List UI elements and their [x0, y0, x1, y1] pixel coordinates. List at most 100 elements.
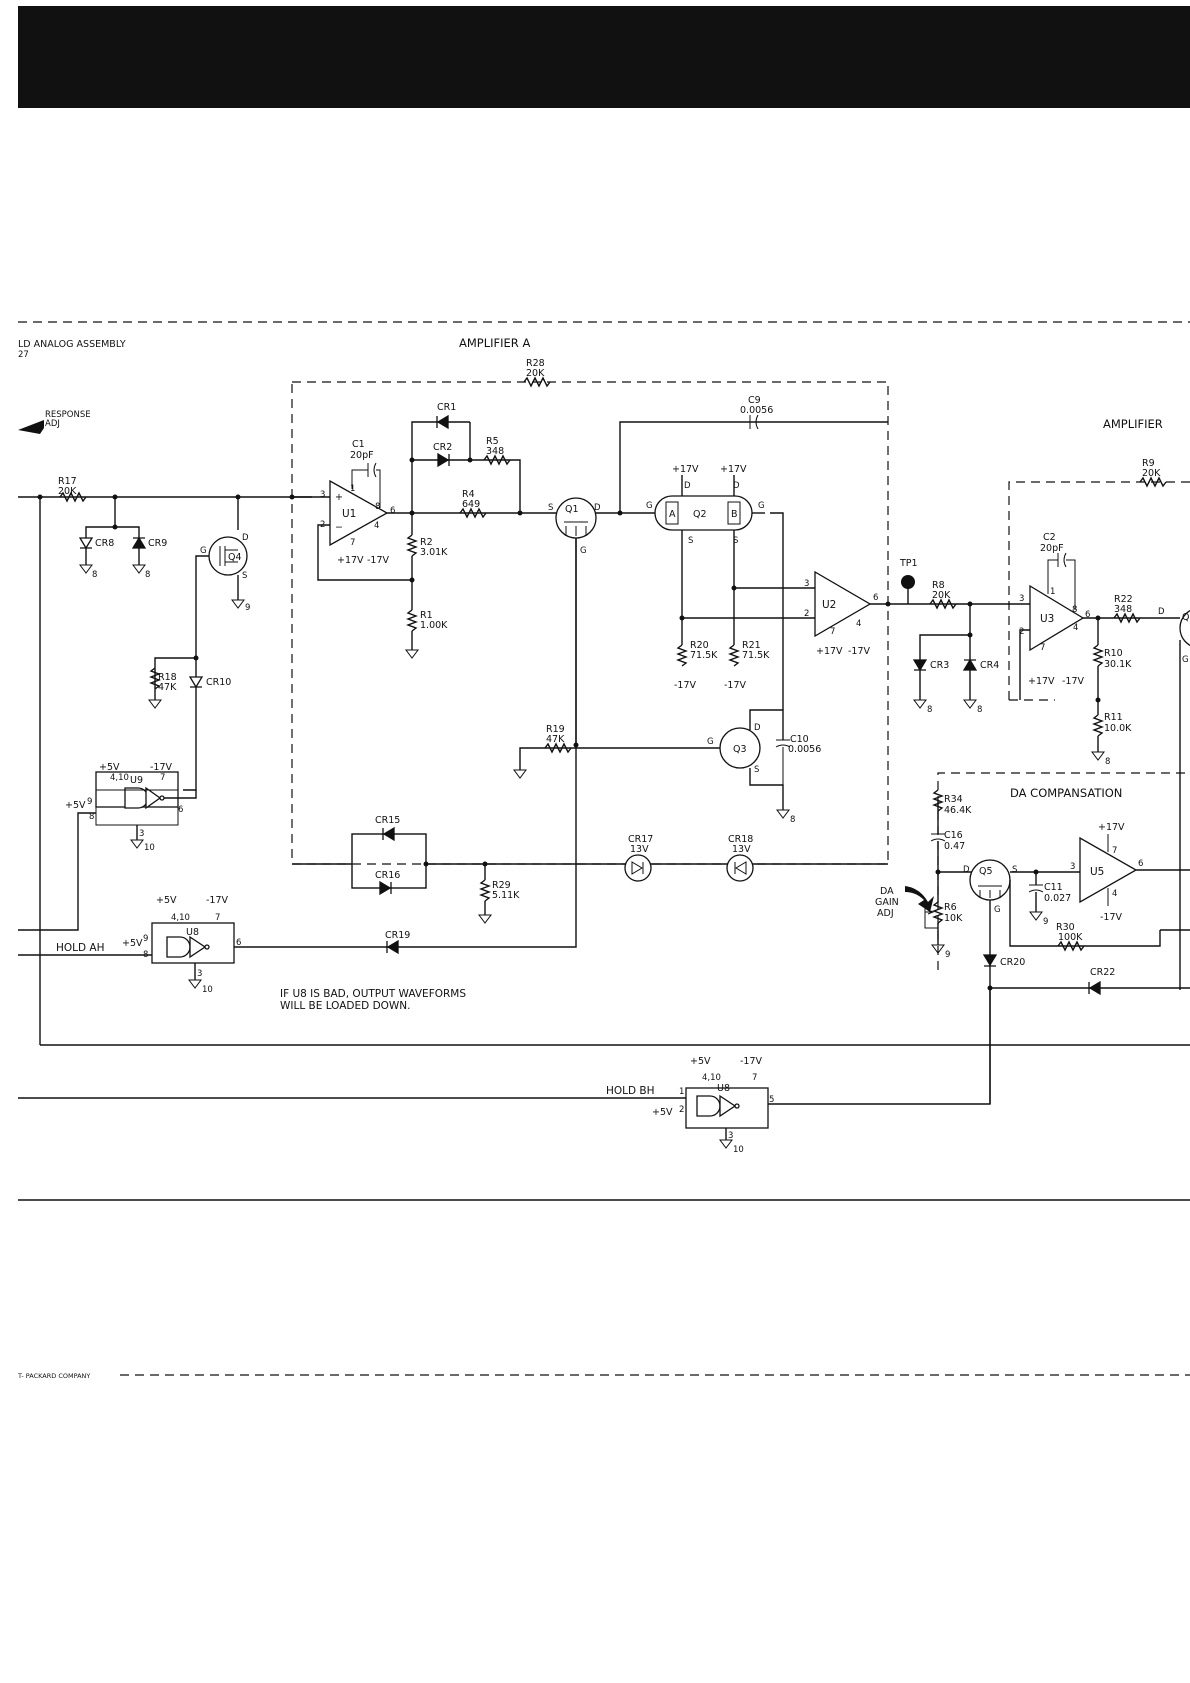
- da-gain-label-2: GAIN: [875, 897, 899, 908]
- u9-ref: U9: [130, 775, 143, 786]
- r19-val: 47K: [546, 734, 565, 745]
- pin-s: S: [548, 503, 553, 513]
- c11-capacitor: [1028, 884, 1044, 893]
- u2-ref: U2: [822, 599, 836, 611]
- gnd-9: 9: [245, 603, 250, 613]
- response-adj-label-2: ADJ: [45, 419, 60, 429]
- gnd-8: 8: [145, 570, 150, 580]
- pin-d: D: [594, 503, 601, 513]
- pin-d: D: [963, 865, 970, 875]
- assembly-title: LD ANALOG ASSEMBLY: [18, 339, 126, 350]
- cr19-ref: CR19: [385, 930, 410, 941]
- r30-ref: R30: [1056, 922, 1075, 933]
- pin: 4,10: [110, 773, 129, 783]
- pin-s: S: [1012, 865, 1017, 875]
- pin: 4: [1073, 623, 1078, 633]
- pin: 3: [1070, 862, 1075, 872]
- r20-val: 71.5K: [690, 650, 718, 661]
- r20-resistor: [676, 644, 688, 667]
- pin: 2: [804, 609, 809, 619]
- pin: 7: [1040, 643, 1045, 653]
- cr22-ref: CR22: [1090, 967, 1115, 978]
- pin-g: G: [200, 546, 207, 556]
- c11-val: 0.027: [1044, 893, 1071, 904]
- r6-ref: R6: [944, 902, 957, 913]
- r28-ref: R28: [526, 358, 545, 369]
- pin: 3: [139, 829, 144, 839]
- q2-b: B: [731, 509, 738, 520]
- cr16-diode: [379, 880, 392, 896]
- pin: 6: [1085, 610, 1090, 620]
- u3-opamp: [1029, 584, 1085, 652]
- hold-ah-signal: HOLD AH: [56, 942, 105, 954]
- r5-resistor: [483, 454, 511, 466]
- da-gain-adj-arrow: [905, 886, 934, 912]
- c10-val: 0.0056: [788, 744, 821, 755]
- gnd-8: 8: [92, 570, 97, 580]
- r1-ref: R1: [420, 610, 433, 621]
- cr3-ref: CR3: [930, 660, 949, 671]
- r17-ref: R17: [58, 476, 77, 487]
- u1-opamp: [329, 479, 389, 547]
- r4-resistor: [459, 507, 487, 519]
- gnd-9: 9: [945, 950, 950, 960]
- pin: 2: [679, 1105, 684, 1115]
- q7-fet: [1179, 609, 1190, 647]
- r30-resistor: [1057, 940, 1085, 952]
- r9-resistor: [1139, 476, 1167, 488]
- c1-val: 20pF: [350, 450, 374, 461]
- r2-resistor: [406, 534, 418, 557]
- pin-d: D: [733, 481, 740, 491]
- cr15-diode: [382, 826, 395, 842]
- tp1-testpoint: [901, 575, 915, 589]
- pin: 7: [1112, 846, 1117, 856]
- r18-val: 47K: [158, 682, 177, 693]
- c1-ref: C1: [352, 439, 365, 450]
- cr20-diode: [982, 954, 998, 967]
- c1-capacitor: [367, 462, 377, 478]
- r21-rail: -17V: [724, 680, 747, 691]
- u8-ref: U8: [186, 927, 199, 938]
- r11-resistor: [1092, 714, 1104, 737]
- u8-vcc: +5V: [156, 895, 177, 906]
- pin-g: G: [580, 546, 587, 556]
- u5-vee: -17V: [1100, 912, 1123, 923]
- r10-val: 30.1K: [1104, 659, 1132, 670]
- da-comp-enclosure: [937, 772, 1190, 970]
- pin: 6: [236, 938, 241, 948]
- gnd-8: 8: [1105, 757, 1110, 767]
- q1-ref: Q1: [565, 504, 579, 515]
- pin: 2: [1019, 627, 1024, 637]
- r18-ref: R18: [158, 672, 177, 683]
- q2-ref: Q2: [693, 509, 707, 520]
- pin-g: G: [707, 737, 714, 747]
- pin-d: D: [754, 723, 761, 733]
- r21-val: 71.5K: [742, 650, 770, 661]
- cr8-ref: CR8: [95, 538, 114, 549]
- pin: 3: [320, 490, 325, 500]
- r8-ref: R8: [932, 580, 945, 591]
- r34-val: 46.4K: [944, 805, 972, 816]
- cr10-ref: CR10: [206, 677, 231, 688]
- cr9-diode: [131, 536, 147, 549]
- r4-val: 649: [462, 499, 480, 510]
- u5-opamp: [1079, 836, 1138, 904]
- r17-val: 20K: [58, 486, 77, 497]
- tp1-label: TP1: [899, 558, 918, 569]
- cr1-ref: CR1: [437, 402, 456, 413]
- r29-resistor: [479, 879, 491, 902]
- pin: 9: [87, 797, 92, 807]
- u8-vee: -17V: [206, 895, 229, 906]
- pin: 8: [89, 812, 94, 822]
- cr18-zener: [726, 854, 754, 882]
- cr4-diode: [962, 658, 978, 671]
- u9-vcc: +5V: [99, 762, 120, 773]
- q3-ref: Q3: [733, 744, 747, 755]
- r10-ref: R10: [1104, 648, 1123, 659]
- r28-val: 20K: [526, 368, 545, 379]
- cr3-diode: [912, 659, 928, 672]
- amplifier-a-enclosure: [291, 381, 889, 865]
- pin-g: G: [646, 501, 653, 511]
- pin: 8: [375, 502, 380, 512]
